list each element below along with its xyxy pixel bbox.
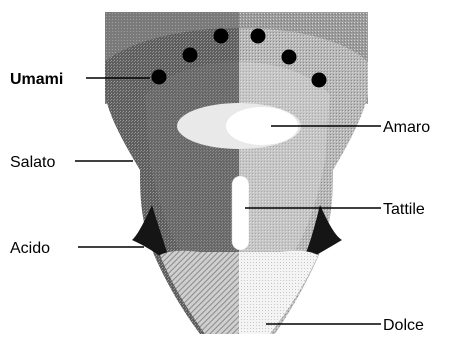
papilla-dot [152,70,167,85]
label-dolce: Dolce [383,317,424,334]
papilla-dot [214,29,229,44]
touch-zone [232,176,249,250]
papilla-dot [251,29,266,44]
sweet-zone-left [160,251,239,334]
label-acido: Acido [10,240,50,257]
papilla-dot [282,50,297,65]
label-tattile: Tattile [383,201,425,218]
papilla-dot [312,73,327,88]
sweet-zone-right [239,251,318,334]
label-umami: Umami [10,71,63,88]
label-salato: Salato [10,154,55,171]
papilla-dot [183,48,198,63]
label-amaro: Amaro [383,119,430,136]
